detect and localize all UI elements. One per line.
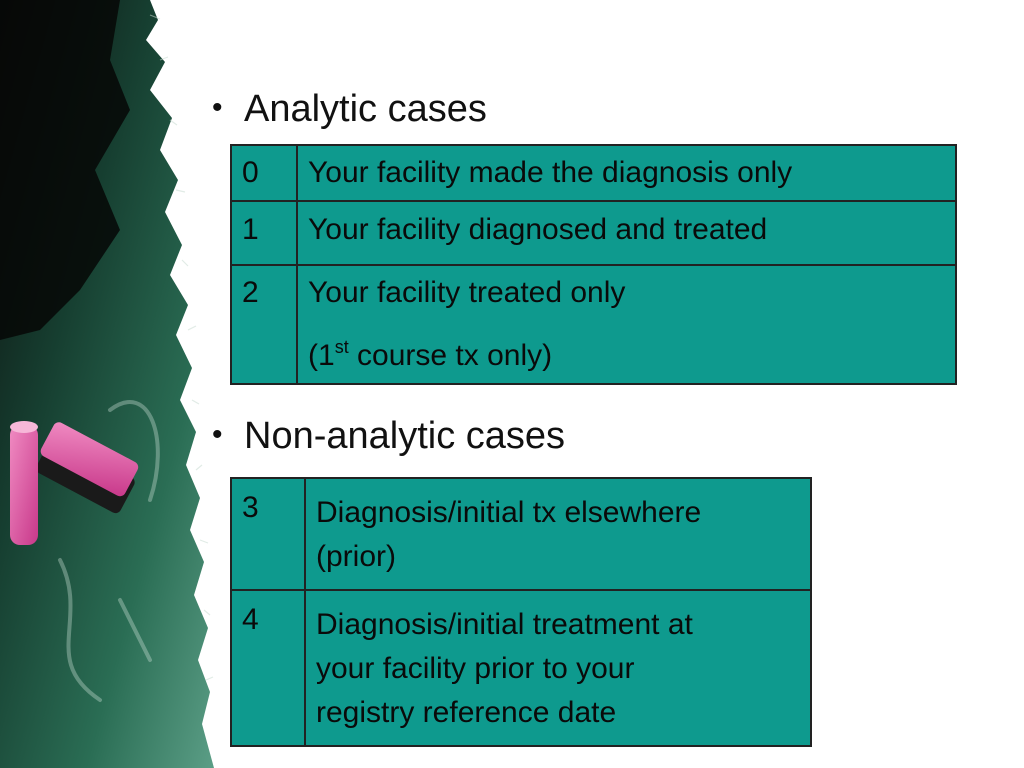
table-row: 1 Your facility diagnosed and treated — [230, 200, 957, 266]
description-line: Diagnosis/initial treatment at — [316, 608, 693, 641]
description-line: registry reference date — [316, 696, 617, 729]
bullet-icon: • — [212, 418, 223, 451]
class-code: 4 — [230, 589, 306, 747]
analytic-cases-heading: • Analytic cases — [212, 88, 487, 131]
class-description: Diagnosis/initial tx elsewhere (prior) — [304, 477, 812, 591]
non-analytic-cases-title: Non-analytic cases — [244, 415, 566, 457]
table-row: 2 Your facility treated only (1st course… — [230, 264, 957, 385]
description-line: Your facility treated only — [308, 276, 626, 309]
class-code: 3 — [230, 477, 306, 591]
class-description: Your facility treated only (1st course t… — [296, 264, 957, 385]
class-description: Your facility made the diagnosis only — [296, 144, 957, 202]
description-line: your facility prior to your — [316, 652, 635, 685]
table-row: 0 Your facility made the diagnosis only — [230, 144, 957, 202]
class-description: Diagnosis/initial treatment at your faci… — [304, 589, 812, 747]
class-code: 2 — [230, 264, 298, 385]
description-line: Diagnosis/initial tx elsewhere — [316, 496, 702, 529]
chalk-icon — [10, 421, 139, 545]
class-code: 0 — [230, 144, 298, 202]
table-row: 4 Diagnosis/initial treatment at your fa… — [230, 589, 812, 747]
table-row: 3 Diagnosis/initial tx elsewhere (prior) — [230, 477, 812, 591]
chalkboard-decoration — [0, 0, 214, 768]
class-code: 1 — [230, 200, 298, 266]
bullet-icon: • — [212, 91, 223, 124]
description-line: (prior) — [316, 540, 396, 573]
class-description: Your facility diagnosed and treated — [296, 200, 957, 266]
non-analytic-cases-table: 3 Diagnosis/initial tx elsewhere (prior)… — [230, 477, 812, 747]
analytic-cases-table: 0 Your facility made the diagnosis only … — [230, 144, 957, 385]
analytic-cases-title: Analytic cases — [244, 88, 487, 130]
description-line: (1st course tx only) — [308, 320, 945, 383]
ordinal-suffix: st — [334, 337, 349, 357]
description-text: course tx only) — [348, 339, 553, 372]
non-analytic-cases-heading: • Non-analytic cases — [212, 415, 565, 458]
ordinal-prefix: (1 — [308, 339, 335, 372]
